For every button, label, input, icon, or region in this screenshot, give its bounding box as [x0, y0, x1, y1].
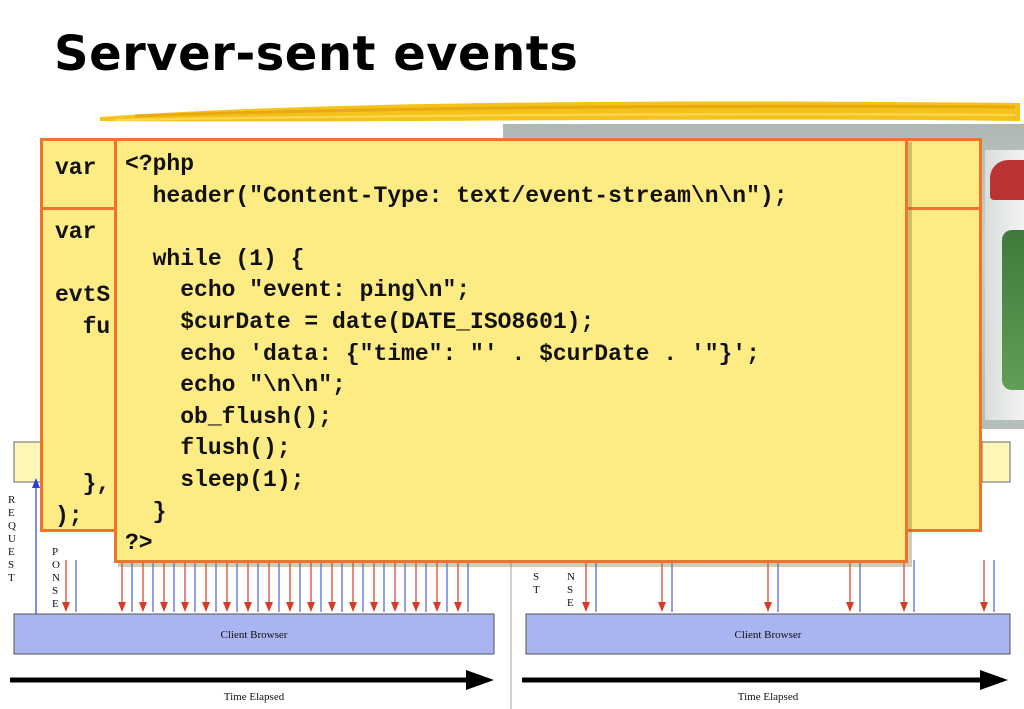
response-arrowhead [412, 602, 420, 612]
client-code-line-4: fu [55, 313, 111, 340]
php-code-line-9: ob_flush(); [125, 403, 333, 430]
response-arrowhead [846, 602, 854, 612]
response-arrowhead [454, 602, 462, 612]
title-underline-brushstroke [100, 101, 1020, 122]
response-arrowhead [349, 602, 357, 612]
bottle-label-photo [1002, 230, 1024, 390]
client-code-line-1: var [55, 155, 97, 181]
response-arrowhead [139, 602, 147, 612]
php-code-line-6: $curDate = date(DATE_ISO8601); [125, 308, 595, 335]
response-arrowhead [582, 602, 590, 612]
response-arrowhead [391, 602, 399, 612]
response-arrowhead [764, 602, 772, 612]
php-code-listing: <?php header("Content-Type: text/event-s… [125, 149, 788, 560]
right-client-browser-label: Client Browser [735, 629, 802, 641]
client-code-line-6 [55, 375, 110, 407]
response-arrowhead [900, 602, 908, 612]
php-code-line-11: sleep(1); [125, 466, 305, 493]
response-arrowhead [658, 602, 666, 612]
client-code-line-2 [55, 249, 110, 281]
right-time-elapsed-label: Time Elapsed [738, 691, 799, 703]
response-arrowhead [181, 602, 189, 612]
response-arrowhead [980, 602, 988, 612]
client-code-line-3: evtS [55, 282, 111, 308]
php-code-line-2: header("Content-Type: text/event-stream\… [125, 182, 788, 209]
response-arrowhead [62, 602, 70, 612]
response-arrowhead [328, 602, 336, 612]
client-code-line-7 [55, 406, 110, 438]
php-code-line-8: echo "\n\n"; [125, 372, 346, 399]
left-time-elapsed-label: Time Elapsed [224, 691, 285, 703]
response-arrowhead [307, 602, 315, 612]
php-code-line-13: ?> [125, 530, 153, 557]
php-code-line-3 [125, 212, 788, 244]
php-code-line-1: <?php [125, 151, 195, 177]
client-code-body: var evtS fu },); [55, 217, 110, 532]
php-code-line-7: echo 'data: {"time": "' . $curDate . '"}… [125, 340, 760, 367]
php-code-line-5: echo "event: ping\n"; [125, 277, 471, 304]
response-arrowhead [118, 602, 126, 612]
php-code-line-4: while (1) { [125, 245, 305, 272]
client-code-line-1: var [55, 219, 97, 245]
client-code-line-8 [55, 438, 110, 470]
client-code-line-5 [55, 343, 110, 375]
client-code-line-9: }, [55, 471, 111, 497]
php-code-box: <?php header("Content-Type: text/event-s… [114, 138, 908, 563]
response-arrowhead [244, 602, 252, 612]
php-code-line-10: flush(); [125, 435, 291, 462]
response-arrowhead [160, 602, 168, 612]
left-client-browser-label: Client Browser [221, 629, 288, 641]
response-arrowhead [433, 602, 441, 612]
response-arrowhead [286, 602, 294, 612]
slide-title: Server-sent events [54, 26, 579, 82]
response-arrowhead [265, 602, 273, 612]
response-arrowhead [370, 602, 378, 612]
client-code-line-10: ); [55, 502, 83, 529]
bottle-cap-photo [990, 160, 1024, 200]
php-code-line-12: } [125, 498, 167, 525]
response-arrowhead [202, 602, 210, 612]
response-arrowhead [223, 602, 231, 612]
